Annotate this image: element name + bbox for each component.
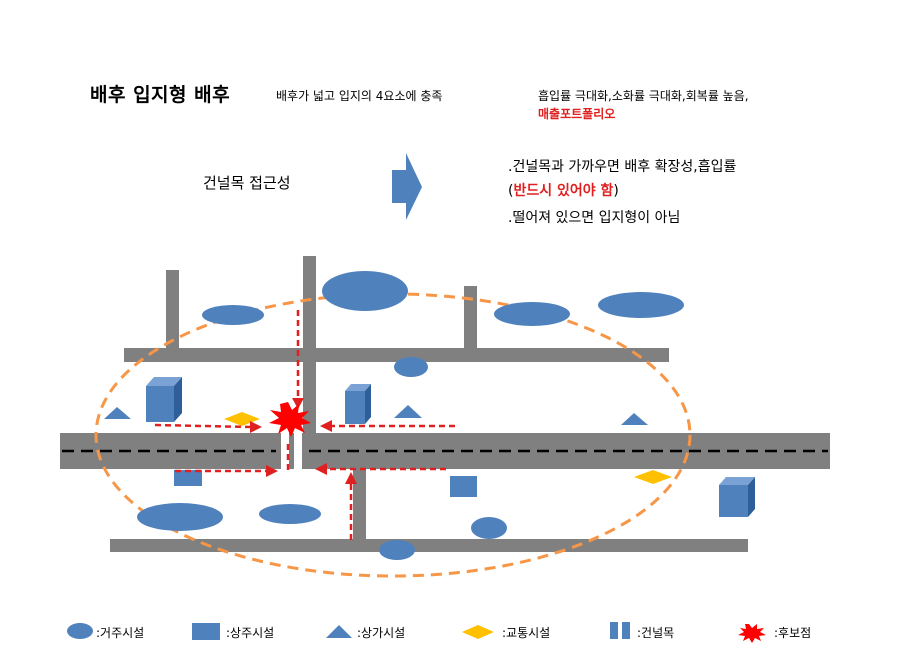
residential-ellipse [379,540,415,560]
residential-ellipse [394,357,428,377]
commercial-facilities [104,405,648,425]
legend-symbols [67,622,766,643]
resident-square [174,470,202,486]
commercial-triangle [621,413,648,425]
description-line-1: .건널목과 가까우면 배후 확장성,흡입률 [508,159,737,175]
commercial-legend-icon [326,625,352,638]
resident-cube [719,477,755,517]
page-subtitle: 배후가 넓고 입지의 4요소에 충족 [276,89,443,103]
candidate-site-burst-icon [269,402,311,437]
description-line-2: (반드시 있어야 함) [508,180,619,200]
resident-facilities [146,377,755,517]
residential-legend-icon [67,623,93,639]
resident-cube [345,384,371,424]
transit-legend-icon [462,625,494,639]
residential-ellipse [598,292,684,318]
alley-2 [303,256,316,434]
customer-flow-arrowheads [250,398,357,484]
customer-flow-arrows [154,310,455,540]
residential-ellipse [137,503,223,531]
residential-ellipse [471,517,507,539]
alley-1 [166,270,179,350]
crosswalk [276,433,308,469]
effect-text: 흡입률 극대화,소화률 극대화,회복률 높음, [538,89,749,103]
residential-ellipse [259,504,321,524]
residential-ellipse [322,271,408,311]
description-line-3: .떨어져 있으면 입지형이 아님 [508,210,681,226]
commercial-triangle [394,405,422,418]
description-highlight: 반드시 있어야 함 [513,183,614,199]
resident-legend-icon [192,623,220,640]
concept-label: 건널목 접근성 [203,174,291,192]
burst-legend-icon [738,624,766,643]
legend-label-resident: :상주시설 [226,626,275,640]
residential-ellipse [202,305,264,325]
resident-cube [146,377,182,422]
legend-label-residential: :거주시설 [96,626,145,640]
residential-ellipse [494,302,570,326]
legend-label-crosswalk: :건널목 [637,626,675,640]
legend-label-transit: :교통시설 [502,626,551,640]
alley-3 [464,286,477,350]
description-paren-open: ( [508,183,514,199]
resident-square [450,476,477,497]
commercial-triangle [104,407,131,419]
right-arrow-icon [392,153,422,220]
page-title: 배후 입지형 배후 [90,84,231,106]
alley-4 [353,467,366,541]
crosswalk-legend-icon [610,622,630,639]
side-road-lower [110,539,748,552]
legend-label-commercial: :상가시설 [357,626,406,640]
legend-label-candidate: :후보점 [774,626,812,640]
transit-diamond [634,470,672,484]
description-paren-close: ) [613,183,619,199]
effect-text-highlight: 매출포트폴리오 [538,107,616,121]
residential-facilities [137,271,684,560]
side-road-upper [124,348,669,362]
